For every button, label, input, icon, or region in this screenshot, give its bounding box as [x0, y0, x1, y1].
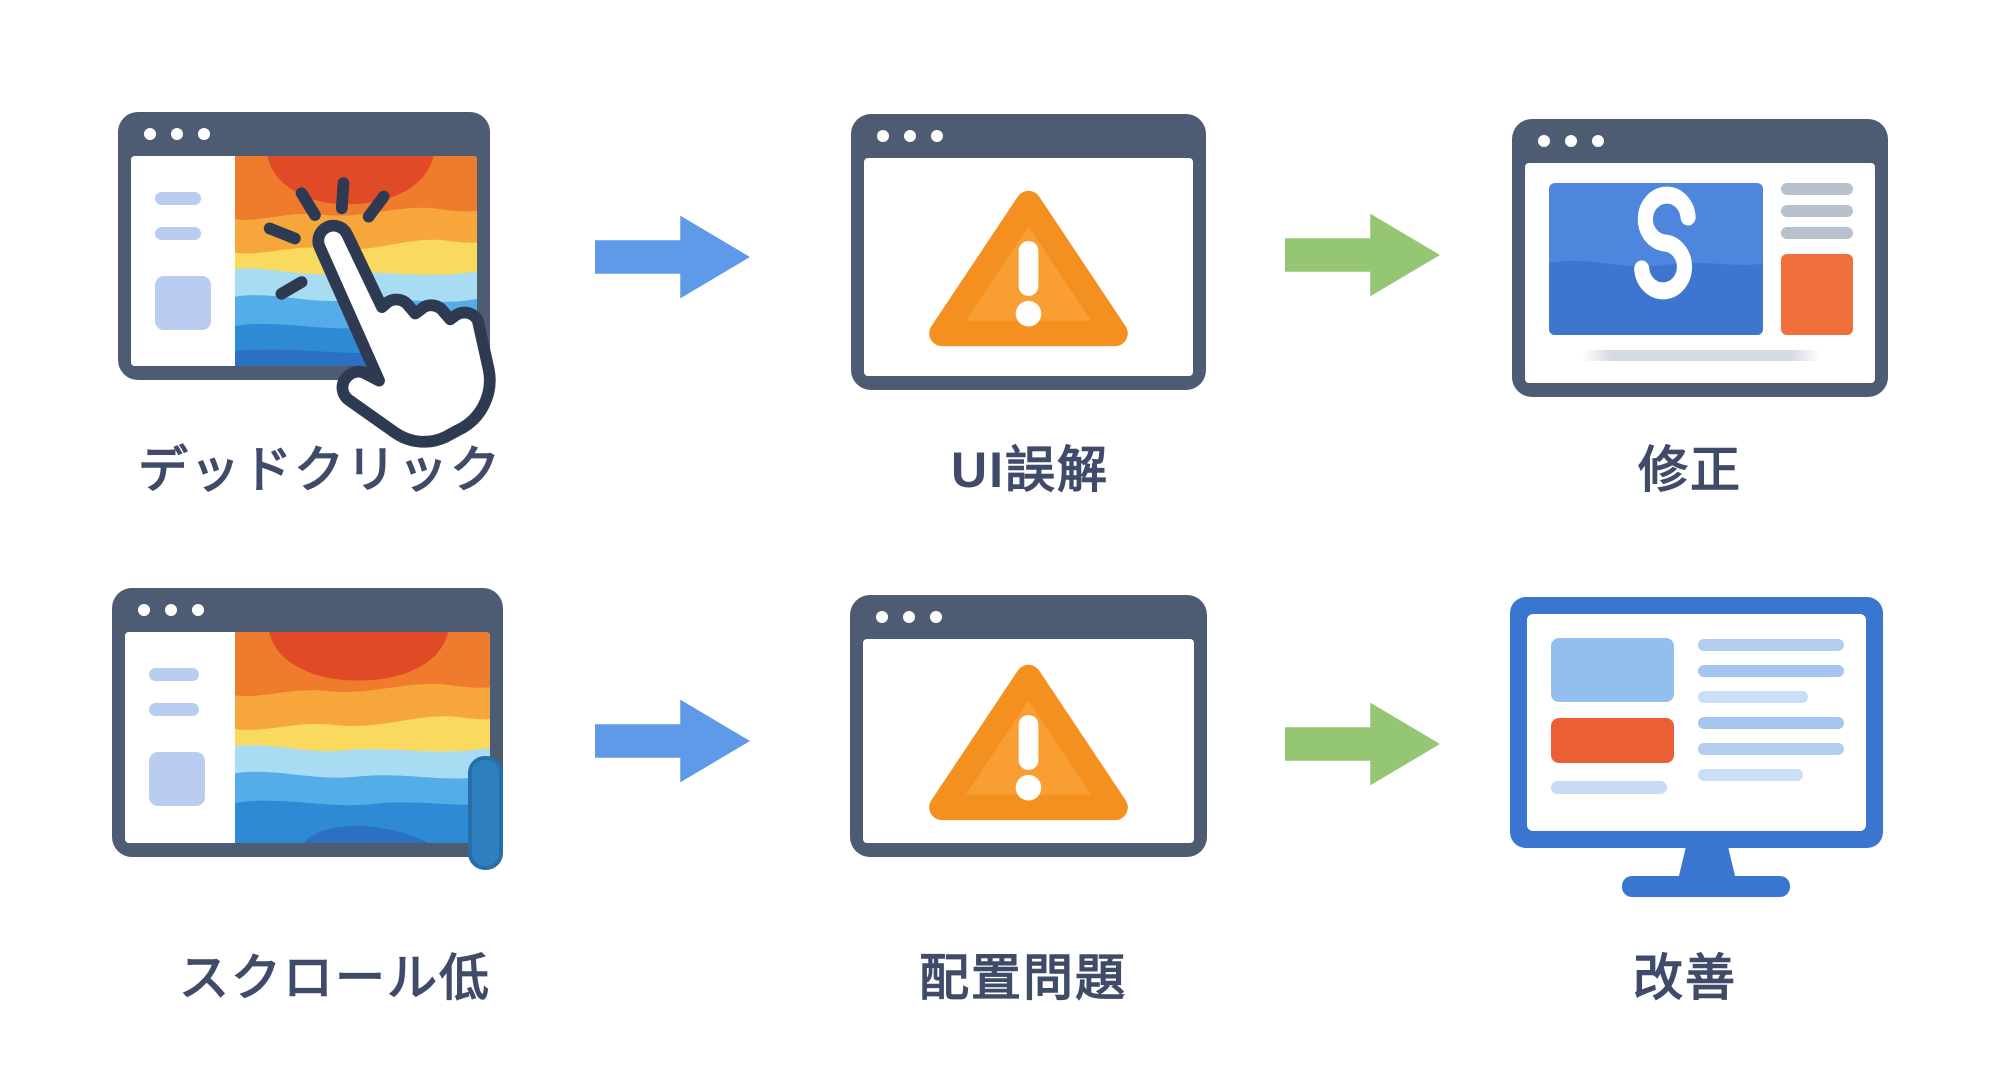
- window-dot-icon: [876, 611, 888, 623]
- monitor-stand-neck: [1678, 846, 1736, 880]
- improved-monitor-icon: [1510, 597, 1883, 899]
- arrow-right-icon: [595, 699, 750, 783]
- window-content: [863, 639, 1194, 843]
- window-titlebar: [1512, 119, 1888, 163]
- text-bar-placeholder: [1698, 743, 1844, 755]
- cta-block-placeholder: [1551, 718, 1675, 763]
- warning-triangle-icon: [929, 190, 1128, 346]
- image-placeholder: [155, 276, 211, 330]
- heatmap-gradient: [234, 632, 490, 843]
- content-left-column: [1551, 638, 1675, 831]
- heatmap-scroll-window-icon: [112, 588, 503, 870]
- text-bar-placeholder: [1698, 769, 1804, 781]
- hero-image-placeholder: [1549, 183, 1763, 335]
- step-label-placement-issue: 配置問題: [919, 950, 1127, 1006]
- step-label-fix: 修正: [1638, 442, 1742, 498]
- window-titlebar: [850, 595, 1207, 639]
- text-bar-placeholder: [1551, 781, 1667, 794]
- text-bar-placeholder: [1781, 205, 1853, 217]
- warning-triangle-icon: [929, 664, 1128, 820]
- warning-window-icon: [851, 114, 1206, 390]
- step-label-dead-click: デッドクリック: [138, 442, 502, 498]
- window-dot-icon: [138, 604, 150, 616]
- text-bar-placeholder: [149, 668, 199, 681]
- step-label-low-scroll: スクロール低: [179, 950, 491, 1006]
- click-spark-icon: [263, 177, 390, 300]
- window-dot-icon: [1592, 135, 1604, 147]
- window-dot-icon: [930, 611, 942, 623]
- window-dot-icon: [931, 130, 943, 142]
- text-bar-placeholder: [155, 227, 202, 240]
- window-dot-icon: [198, 128, 210, 140]
- window-dot-icon: [1565, 135, 1577, 147]
- scrollbar-thumb[interactable]: [468, 756, 503, 870]
- window-titlebar: [118, 112, 490, 156]
- window-dot-icon: [903, 611, 915, 623]
- step-label-ui-misunderstanding: UI誤解: [951, 442, 1109, 498]
- window-titlebar: [112, 588, 503, 632]
- text-bar-placeholder: [149, 703, 199, 716]
- fixed-layout-window-icon: [1512, 119, 1888, 397]
- step-label-improvement: 改善: [1633, 950, 1737, 1006]
- arrow-right-icon: [595, 215, 750, 299]
- content-right-column: [1698, 638, 1844, 831]
- text-bar-placeholder: [1698, 717, 1844, 729]
- monitor-screen: [1510, 597, 1883, 848]
- image-placeholder: [149, 752, 205, 806]
- heatmap-icon: [234, 632, 490, 843]
- text-bar-placeholder: [1781, 183, 1853, 195]
- text-bar-placeholder: [155, 192, 202, 205]
- window-dot-icon: [1538, 135, 1550, 147]
- text-bar-placeholder: [1698, 639, 1844, 651]
- window-content: [125, 632, 490, 843]
- monitor-content: [1527, 614, 1866, 831]
- window-dot-icon: [877, 130, 889, 142]
- shadow-bar: [1582, 350, 1820, 361]
- image-block-placeholder: [1551, 638, 1675, 702]
- arrow-right-icon: [1285, 213, 1440, 297]
- window-content: [864, 158, 1193, 376]
- heatmap-click-window-icon: [118, 112, 496, 448]
- window-dot-icon: [192, 604, 204, 616]
- cta-block-placeholder: [1781, 254, 1853, 335]
- sidebar-placeholder: [125, 632, 235, 843]
- text-bar-placeholder: [1698, 691, 1808, 703]
- sidebar-placeholder: [131, 156, 235, 366]
- window-dot-icon: [165, 604, 177, 616]
- text-bar-placeholder: [1698, 665, 1844, 677]
- window-dot-icon: [144, 128, 156, 140]
- window-dot-icon: [171, 128, 183, 140]
- warning-window-icon: [850, 595, 1207, 857]
- click-hand-icon: [263, 177, 496, 448]
- window-dot-icon: [904, 130, 916, 142]
- arrow-right-icon: [1285, 702, 1440, 786]
- text-bar-placeholder: [1781, 227, 1853, 239]
- link-icon: [1634, 186, 1696, 300]
- link-panel: [1549, 183, 1763, 335]
- side-column-placeholder: [1781, 183, 1853, 335]
- window-content: [1525, 163, 1875, 383]
- window-titlebar: [851, 114, 1206, 158]
- monitor-stand-base: [1622, 876, 1790, 897]
